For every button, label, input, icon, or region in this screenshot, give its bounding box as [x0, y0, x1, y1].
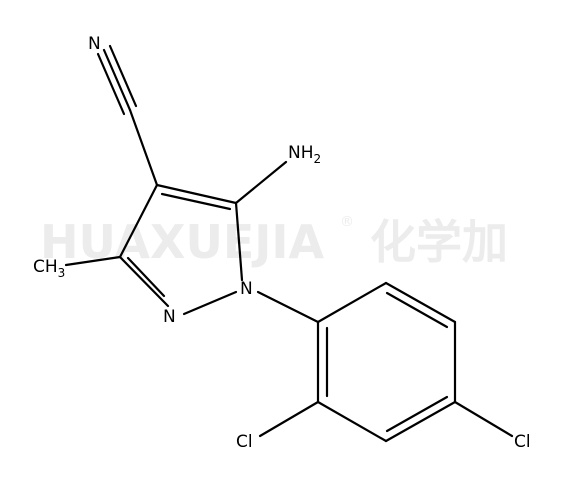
atom-labels: N NH2 CH3 N N Cl Cl [33, 34, 531, 452]
bond-c4-c5-inner [160, 192, 232, 211]
bond-c5-n1 [234, 201, 244, 282]
bond-c5-nh2 [234, 160, 288, 205]
atom-chloro-para: Cl [514, 432, 531, 452]
atom-ring-n2: N [163, 307, 176, 327]
watermark-text: HUAXUEJIA [40, 215, 325, 269]
bond-c3-c4 [118, 183, 159, 259]
watermark: HUAXUEJIA ® 化学加 [40, 214, 508, 269]
bond-nitrile-2 [96, 52, 126, 116]
bond-ar-c4-c5-inner [385, 395, 449, 433]
bond-ar-c4-c5 [384, 400, 457, 443]
bond-n2-c3 [118, 255, 170, 308]
atom-amine: NH2 [288, 143, 321, 166]
bond-c3-ch3 [64, 255, 122, 267]
atom-amine-subscript: 2 [314, 152, 322, 166]
bond-c4-cl [453, 400, 514, 438]
watermark-cjk: 化学加 [370, 215, 508, 269]
bond-n1-n2 [182, 290, 238, 316]
bond-ar-c5-c6 [316, 400, 388, 443]
atom-chloro-ortho: Cl [236, 432, 253, 452]
atom-methyl: CH3 [33, 257, 65, 280]
bond-cn-c4 [128, 108, 159, 187]
atom-methyl-prefix: CH [33, 257, 58, 277]
bond-n2-c3-inner [126, 256, 166, 298]
bond-n1-aryl [256, 290, 320, 324]
bond-ar-c1-c2 [316, 281, 388, 324]
bond-c4-c5 [155, 183, 238, 205]
bond-nitrile-1 [102, 48, 132, 112]
bonds [64, 44, 514, 443]
atom-amine-symbol: NH [288, 143, 314, 163]
watermark-registered-mark: ® [340, 214, 354, 230]
atom-ring-n1: N [240, 279, 253, 299]
atom-nitrile-n: N [88, 34, 101, 54]
bond-ar-c2-c3 [384, 281, 457, 324]
bond-nitrile-3 [108, 44, 138, 108]
atom-methyl-subscript: 3 [58, 266, 66, 280]
bond-c6-cl [258, 400, 320, 438]
bond-ar-c2-c3-inner [385, 291, 449, 329]
